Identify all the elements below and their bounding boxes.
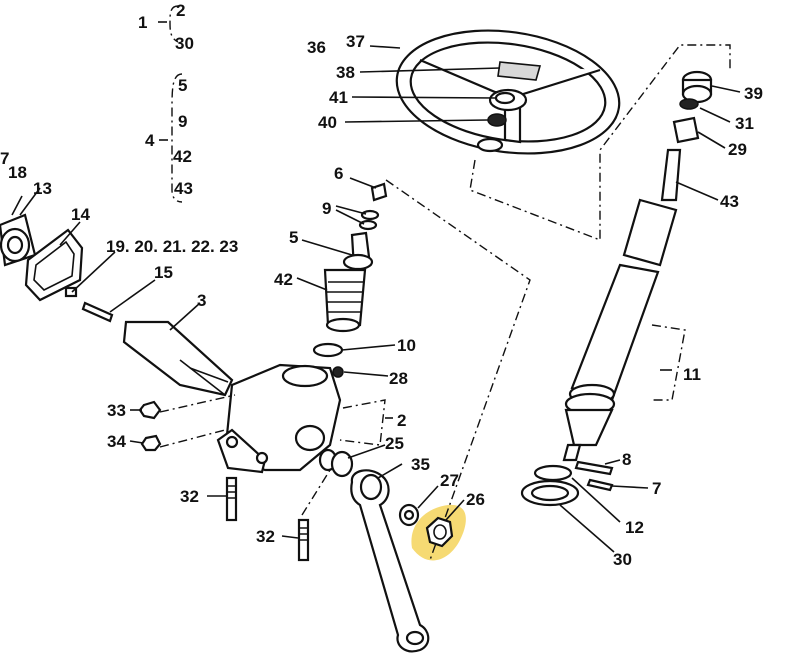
- gearbox-housing: [216, 363, 342, 474]
- nut-34: [140, 434, 162, 452]
- label-2-top: 2: [176, 1, 185, 20]
- label-9-top: 9: [178, 112, 187, 131]
- washer-9b: [358, 219, 378, 231]
- label-32-b: 32: [256, 527, 275, 546]
- label-8: 8: [622, 450, 631, 469]
- nut-33: [138, 400, 162, 420]
- label-37: 37: [346, 32, 365, 51]
- label-32-a: 32: [180, 487, 199, 506]
- seal-25b: [330, 450, 354, 478]
- washer-9a: [360, 209, 380, 221]
- worm-shaft-5: [342, 231, 374, 271]
- label-33: 33: [107, 401, 126, 420]
- plug-19: [64, 286, 78, 298]
- label-11: 11: [683, 365, 701, 384]
- label-7-left: 7: [0, 149, 9, 168]
- label-10: 10: [397, 336, 416, 355]
- label-1: 1: [138, 13, 147, 32]
- group-bracket-4: [159, 73, 183, 203]
- label-4: 4: [145, 131, 155, 150]
- spring-6: [370, 182, 388, 202]
- label-6: 6: [334, 164, 343, 183]
- left-housing-13: [0, 213, 37, 267]
- steering-wheel: [395, 29, 621, 155]
- leader-lines: [11, 45, 741, 553]
- stud-32a: [225, 476, 238, 522]
- label-5-top: 5: [178, 76, 187, 95]
- nut-26: [425, 516, 454, 548]
- washer-41: [494, 91, 516, 105]
- label-19-23: 19. 20. 21. 22. 23: [106, 237, 238, 256]
- label-15: 15: [154, 263, 173, 282]
- shaft-3: [122, 320, 234, 397]
- label-3: 3: [197, 291, 206, 310]
- nut-40: [487, 113, 507, 127]
- label-5: 5: [289, 228, 298, 247]
- bolt-7: [586, 478, 614, 492]
- boot-42: [323, 268, 367, 333]
- label-43: 43: [720, 192, 739, 211]
- label-36: 36: [307, 38, 326, 57]
- label-7: 7: [652, 479, 661, 498]
- label-43-top: 43: [174, 179, 193, 198]
- label-40: 40: [318, 113, 337, 132]
- label-9: 9: [322, 199, 331, 218]
- label-35: 35: [411, 455, 430, 474]
- stud-32b: [297, 518, 310, 562]
- callout-labels: 1 2 30 36 37 38 41 40 5 9 4 42 43 39 31 …: [0, 1, 763, 569]
- label-41: 41: [329, 88, 348, 107]
- label-28: 28: [389, 369, 408, 388]
- plug-28: [332, 366, 344, 378]
- label-30: 30: [613, 550, 632, 569]
- label-42: 42: [274, 270, 293, 289]
- label-13: 13: [33, 179, 52, 198]
- label-27: 27: [440, 471, 459, 490]
- group-bracket-1: [158, 5, 179, 43]
- label-31: 31: [735, 114, 754, 133]
- label-25: 25: [385, 434, 404, 453]
- bolt-8: [574, 460, 614, 476]
- pitman-arm-35: [350, 469, 430, 653]
- label-42-top: 42: [173, 147, 192, 166]
- label-2: 2: [397, 411, 406, 430]
- cap-plate-38: [497, 61, 542, 81]
- label-39: 39: [744, 84, 763, 103]
- label-18: 18: [8, 163, 27, 182]
- label-26: 26: [466, 490, 485, 509]
- label-34: 34: [107, 432, 126, 451]
- washer-12: [533, 464, 573, 482]
- label-14: 14: [71, 205, 90, 224]
- bearing-10: [312, 342, 344, 358]
- label-29: 29: [728, 140, 747, 159]
- label-30-top: 30: [175, 34, 194, 53]
- steering-column: [562, 70, 713, 462]
- gasket-14: [24, 228, 84, 302]
- label-12: 12: [625, 518, 644, 537]
- label-38: 38: [336, 63, 355, 82]
- bolt-15: [81, 301, 114, 323]
